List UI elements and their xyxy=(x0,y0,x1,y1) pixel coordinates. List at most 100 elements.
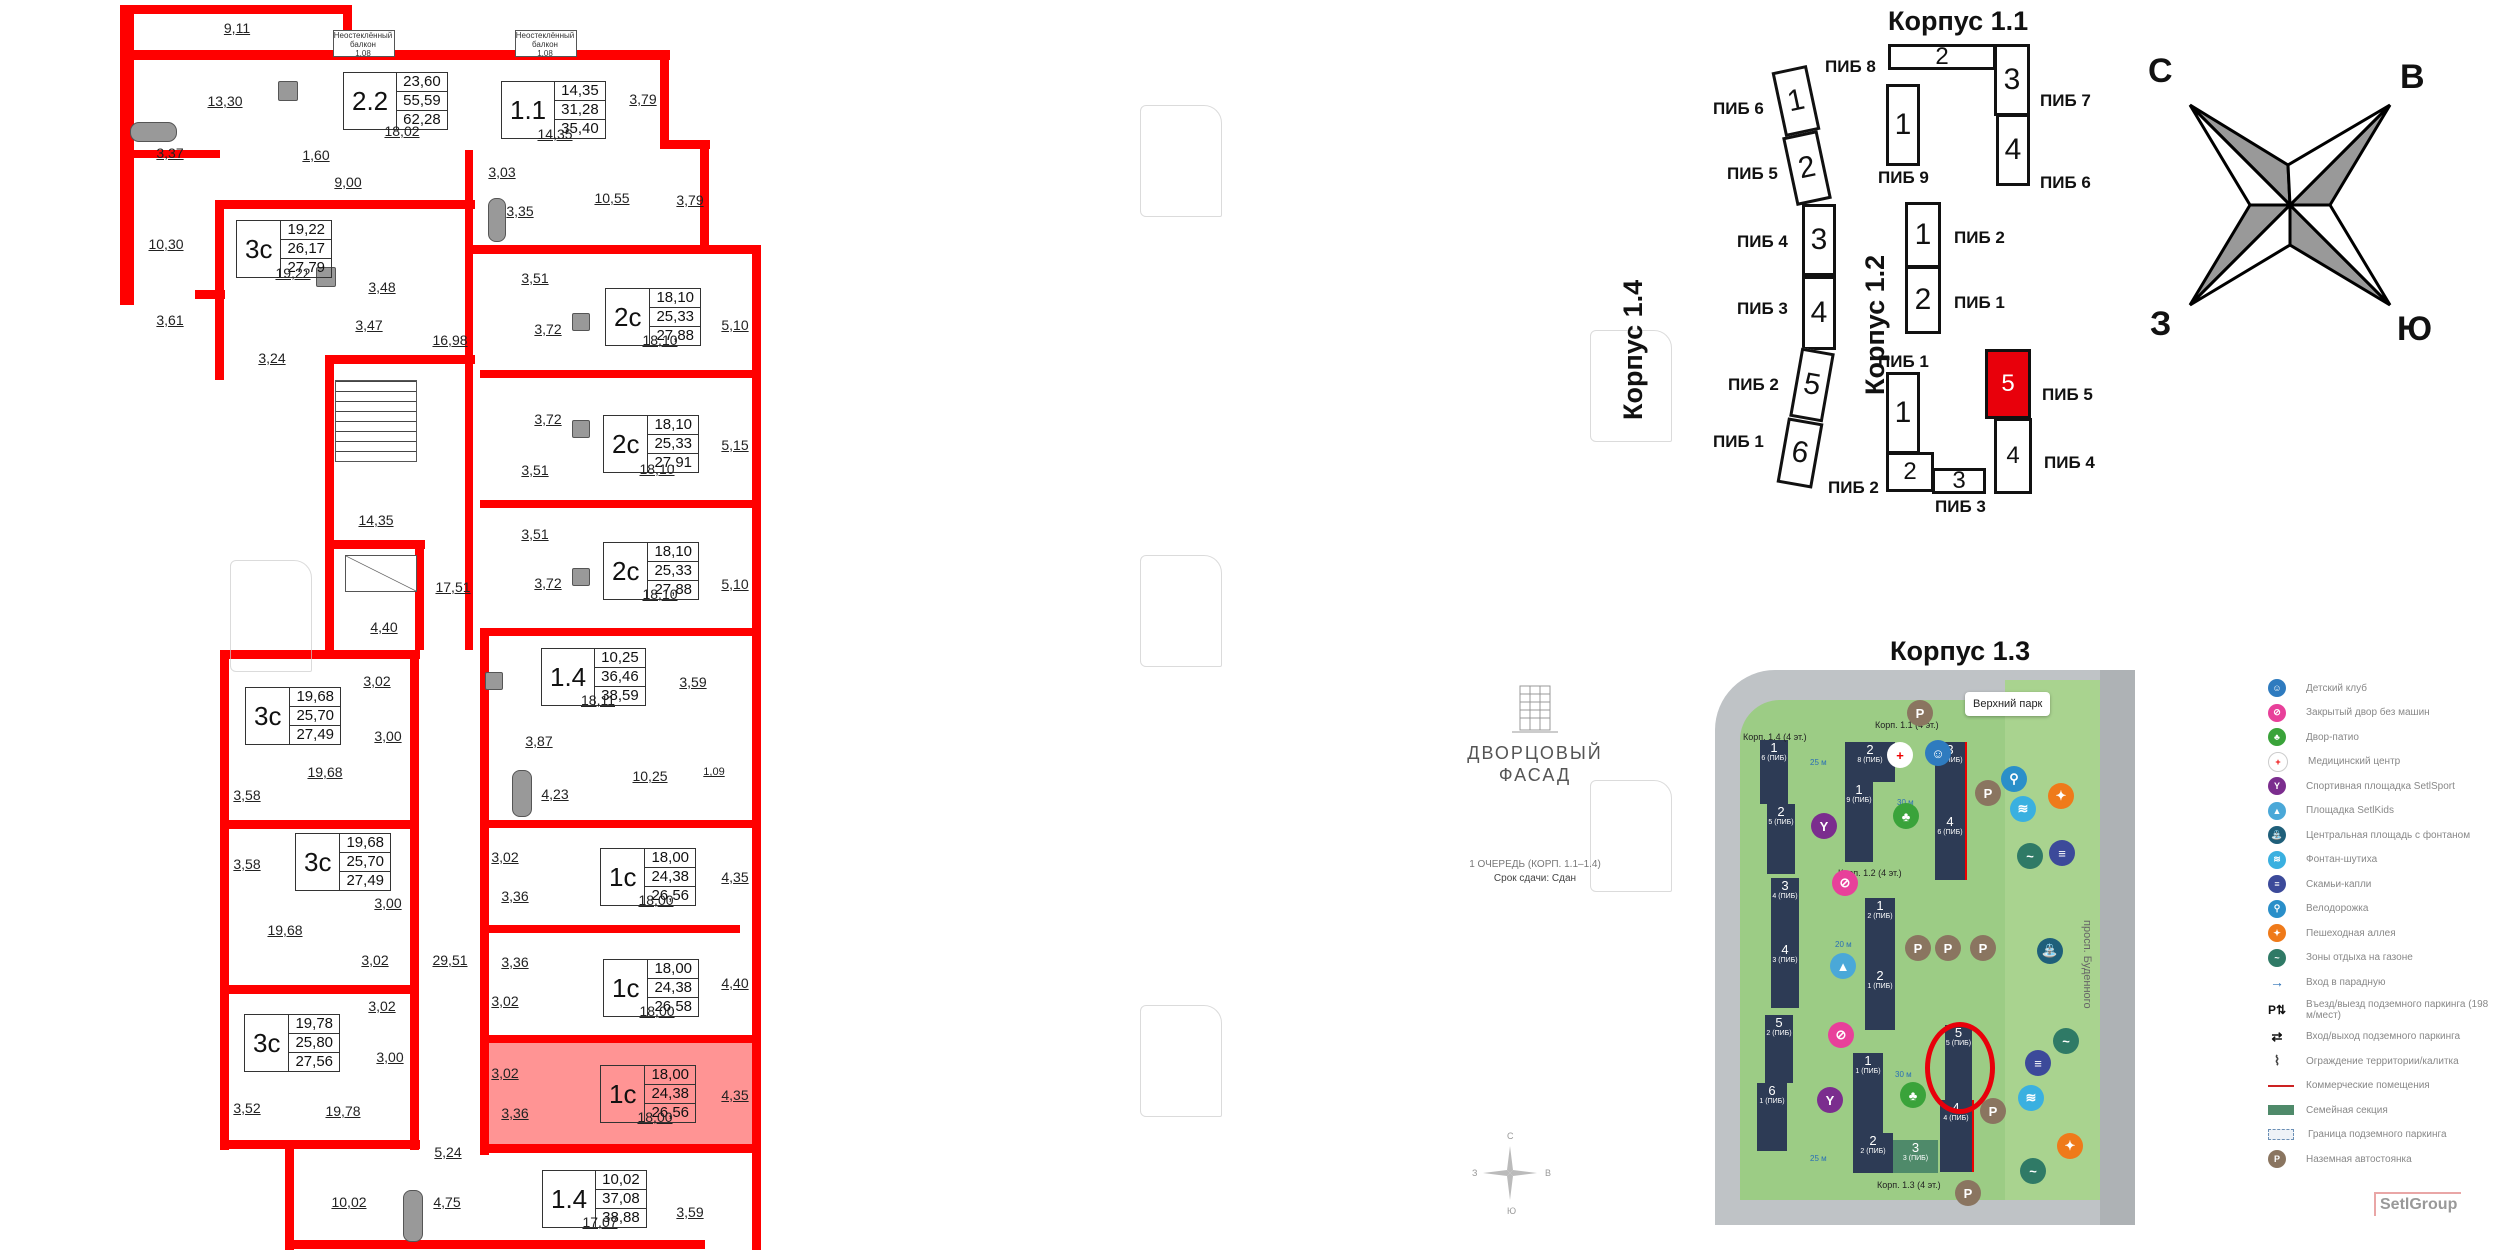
pib-label: ПИБ 1 xyxy=(1954,293,2005,312)
room-area: 4,35 xyxy=(721,1087,749,1103)
wall xyxy=(480,628,760,636)
room-area: 3,35 xyxy=(506,203,534,219)
section-k13-2[interactable]: 2 xyxy=(1886,452,1934,492)
bathtub-icon xyxy=(512,770,532,817)
section-k11-1[interactable]: 1 xyxy=(1886,84,1920,166)
room-area: 3,02 xyxy=(368,998,396,1014)
fountain-icon: ≋ xyxy=(2010,796,2036,822)
bike-path-icon: ⚲ xyxy=(2001,766,2027,792)
room-area: 4,23 xyxy=(541,786,569,802)
compass-south-label: Ю xyxy=(2397,310,2433,348)
korp-1-3-label: Корп. 1.3 (4 эт.) xyxy=(1877,1180,1941,1190)
selected-apartment-highlight[interactable] xyxy=(480,1037,760,1149)
pib-label: ПИБ 5 xyxy=(1727,164,1778,183)
wall xyxy=(343,5,352,53)
section-k13-1[interactable]: 1 xyxy=(1886,372,1920,454)
stove-icon xyxy=(572,420,590,438)
pib-label: ПИБ 4 xyxy=(1737,232,1788,251)
room-area: 18,10 xyxy=(642,332,678,348)
section-k14-1[interactable]: 1 xyxy=(1771,64,1821,138)
patio-icon: ♣ xyxy=(1900,1082,1926,1108)
room-area: 3,48 xyxy=(368,279,396,295)
legend-item: ☺Детский клуб xyxy=(2268,676,2500,701)
pib-label: ПИБ 7 xyxy=(2040,91,2091,110)
parking-icon: P xyxy=(1905,935,1931,961)
room-area: 3,36 xyxy=(501,1105,529,1121)
pib-label: ПИБ 6 xyxy=(1713,99,1764,118)
room-area: 5,24 xyxy=(434,1144,462,1160)
section-k14-5[interactable]: 5 xyxy=(1789,347,1835,423)
room-area: 3,36 xyxy=(501,954,529,970)
section-k14-2[interactable]: 2 xyxy=(1782,130,1832,206)
legend-item: Граница подземного паркинга xyxy=(2268,1123,2500,1148)
patio-icon: ♣ xyxy=(2268,728,2286,747)
section-k12-1[interactable]: 1 xyxy=(1905,202,1941,268)
section-k11-2[interactable]: 2 xyxy=(1888,43,1996,70)
korp-1-2-label: Корп. 1.2 (4 эт.) xyxy=(1838,868,1902,878)
fence-gate-icon: ⌇ xyxy=(2273,1053,2281,1069)
wall xyxy=(480,820,760,828)
section-k13-3[interactable]: 3 xyxy=(1932,467,1986,494)
medical-icon: + xyxy=(1887,742,1913,768)
section-k11-4[interactable]: 4 xyxy=(1996,114,2030,186)
elevator-shaft xyxy=(345,555,417,592)
bench-icon: ≡ xyxy=(2049,840,2075,866)
section-k11-3[interactable]: 3 xyxy=(1994,44,2030,116)
room-area: 3,61 xyxy=(156,312,184,328)
section-k14-3[interactable]: 3 xyxy=(1802,204,1836,276)
lawn-rest-icon: ~ xyxy=(2268,948,2286,967)
section-k13-5-selected[interactable]: 5 xyxy=(1985,349,2031,419)
room-area: 3,58 xyxy=(233,787,261,803)
room-area: 3,00 xyxy=(374,895,402,911)
map-legend: ☺Детский клуб ⊘Закрытый двор без машин ♣… xyxy=(2268,676,2500,1172)
legend-item: +Медицинский центр xyxy=(2268,750,2500,775)
room-area: 3,02 xyxy=(363,673,391,689)
entrance-arrow-icon: → xyxy=(2270,974,2284,991)
korp-1-1-label: Корп. 1.1 (4 эт.) xyxy=(1875,720,1939,730)
small-compass-east: В xyxy=(1545,1168,1552,1178)
car-free-yard-icon: ⊘ xyxy=(2268,703,2286,722)
wall xyxy=(220,985,410,994)
fountain-square-icon: ⛲ xyxy=(2268,826,2286,845)
section-k12-2[interactable]: 2 xyxy=(1905,266,1941,334)
staircase xyxy=(335,380,417,462)
room-area: 3,02 xyxy=(361,952,389,968)
section-k14-4[interactable]: 4 xyxy=(1802,276,1836,350)
room-area: 3,02 xyxy=(491,849,519,865)
room-area: 3,36 xyxy=(501,888,529,904)
compass-north-label: С xyxy=(2148,52,2173,90)
room-area: 19,68 xyxy=(307,764,343,780)
room-area: 9,11 xyxy=(223,20,251,36)
wall xyxy=(325,355,475,364)
section-k13-4[interactable]: 4 xyxy=(1994,418,2032,494)
section-k14-6[interactable]: 6 xyxy=(1776,417,1824,489)
